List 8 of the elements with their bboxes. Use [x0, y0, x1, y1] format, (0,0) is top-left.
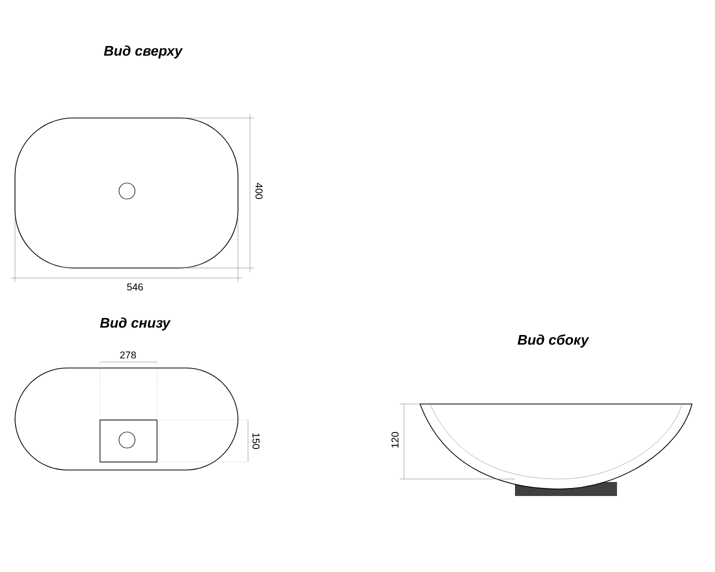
view-title: Вид сверху [104, 45, 183, 59]
dimension-label: 546 [127, 283, 143, 291]
dimension-label: 120 [391, 432, 399, 448]
view-title: Вид снизу [100, 317, 171, 331]
dimension-label: 150 [252, 433, 260, 449]
dimension-label: 278 [120, 351, 136, 359]
dimension-label: 400 [255, 182, 263, 199]
view-title: Вид сбоку [518, 334, 590, 348]
